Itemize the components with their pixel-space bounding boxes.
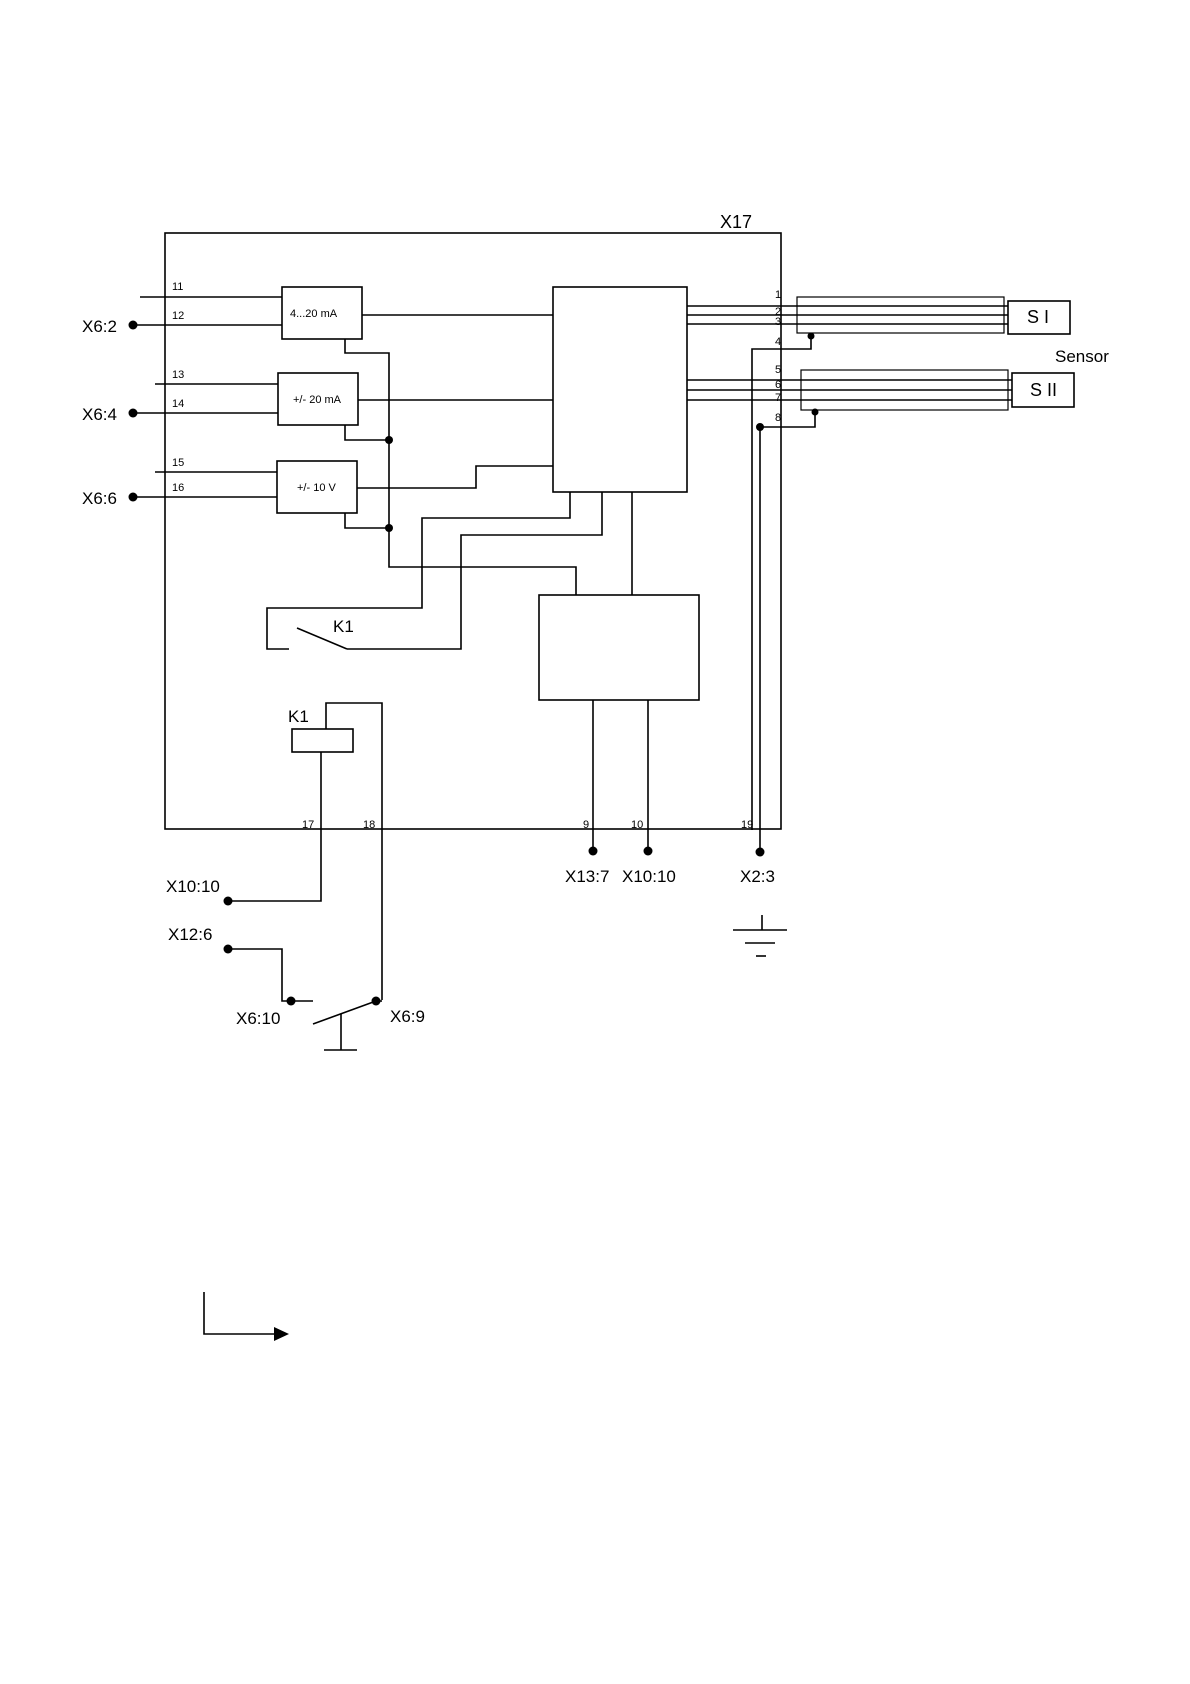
terminal-dot-x6-6 [129, 493, 138, 502]
wire-mod3-out [357, 466, 553, 488]
terminal-label-x13-7: X13:7 [565, 867, 609, 886]
terminal-dot-x13-7 [589, 847, 598, 856]
k1-coil-label: K1 [288, 707, 309, 726]
pin-11: 11 [172, 281, 183, 293]
pin-s5: 5 [775, 364, 781, 376]
terminal-label-x6-10: X6:10 [236, 1009, 280, 1028]
sensor-s1-label: S I [1027, 307, 1049, 327]
pin-9: 9 [583, 819, 589, 831]
pin-13: 13 [172, 369, 184, 381]
k1-coil [292, 729, 353, 752]
pin-s3: 3 [775, 316, 781, 328]
wire-shield-8 [760, 412, 815, 427]
processor-block [553, 287, 687, 492]
k1-contact-label: K1 [333, 617, 354, 636]
terminal-dot-x2-3 [756, 848, 765, 857]
terminal-label-x2-3: X2:3 [740, 867, 775, 886]
shield-dot-s2 [812, 409, 819, 416]
module-4-20ma-label: 4...20 mA [290, 308, 338, 320]
sensor-s2-label: S II [1030, 380, 1057, 400]
terminal-dot-x6-2 [129, 321, 138, 330]
terminal-label-x10-10-bottom: X10:10 [622, 867, 676, 886]
wire-mod3-common [345, 513, 389, 528]
junction-dot [385, 524, 393, 532]
pin-16: 16 [172, 482, 184, 494]
terminal-label-x10-10-left: X10:10 [166, 877, 220, 896]
pin-12: 12 [172, 310, 184, 322]
terminal-label-x12-6: X12:6 [168, 925, 212, 944]
x17-enclosure [165, 233, 781, 829]
arrow-icon [204, 1292, 289, 1341]
terminal-dot-x10-10-left [224, 897, 233, 906]
pin-10: 10 [631, 819, 643, 831]
pin-18: 18 [363, 819, 375, 831]
pin-15: 15 [172, 457, 184, 469]
sensor-label: Sensor [1055, 347, 1109, 366]
pin-s4: 4 [775, 336, 781, 348]
module-pm10v-label: +/- 10 V [297, 482, 336, 494]
module-pm20ma-label: +/- 20 mA [293, 394, 342, 406]
x17-label: X17 [720, 212, 752, 232]
pin-s7: 7 [775, 392, 781, 404]
pin-s1: 1 [775, 289, 781, 301]
terminal-dot-x6-4 [129, 409, 138, 418]
wire-k1-contact-a [267, 492, 570, 649]
pin-s8: 8 [775, 412, 781, 424]
pin-17: 17 [302, 819, 314, 831]
terminal-label-x6-2: X6:2 [82, 317, 117, 336]
output-block [539, 595, 699, 700]
terminal-label-x6-9: X6:9 [390, 1007, 425, 1026]
pushbutton-contact [313, 1001, 376, 1024]
wire-x12-6 [228, 949, 313, 1001]
wire-mod2-common [345, 425, 389, 440]
ground-icon [733, 915, 787, 956]
terminal-dot-x6-10 [287, 997, 296, 1006]
terminal-label-x6-6: X6:6 [82, 489, 117, 508]
pin-14: 14 [172, 398, 184, 410]
junction-dot [756, 423, 764, 431]
terminal-label-x6-4: X6:4 [82, 405, 117, 424]
terminal-dot-x10-10-bottom [644, 847, 653, 856]
shield-dot-s1 [808, 333, 815, 340]
pin-s6: 6 [775, 379, 781, 391]
junction-dot [385, 436, 393, 444]
pin-19: 19 [741, 819, 753, 831]
